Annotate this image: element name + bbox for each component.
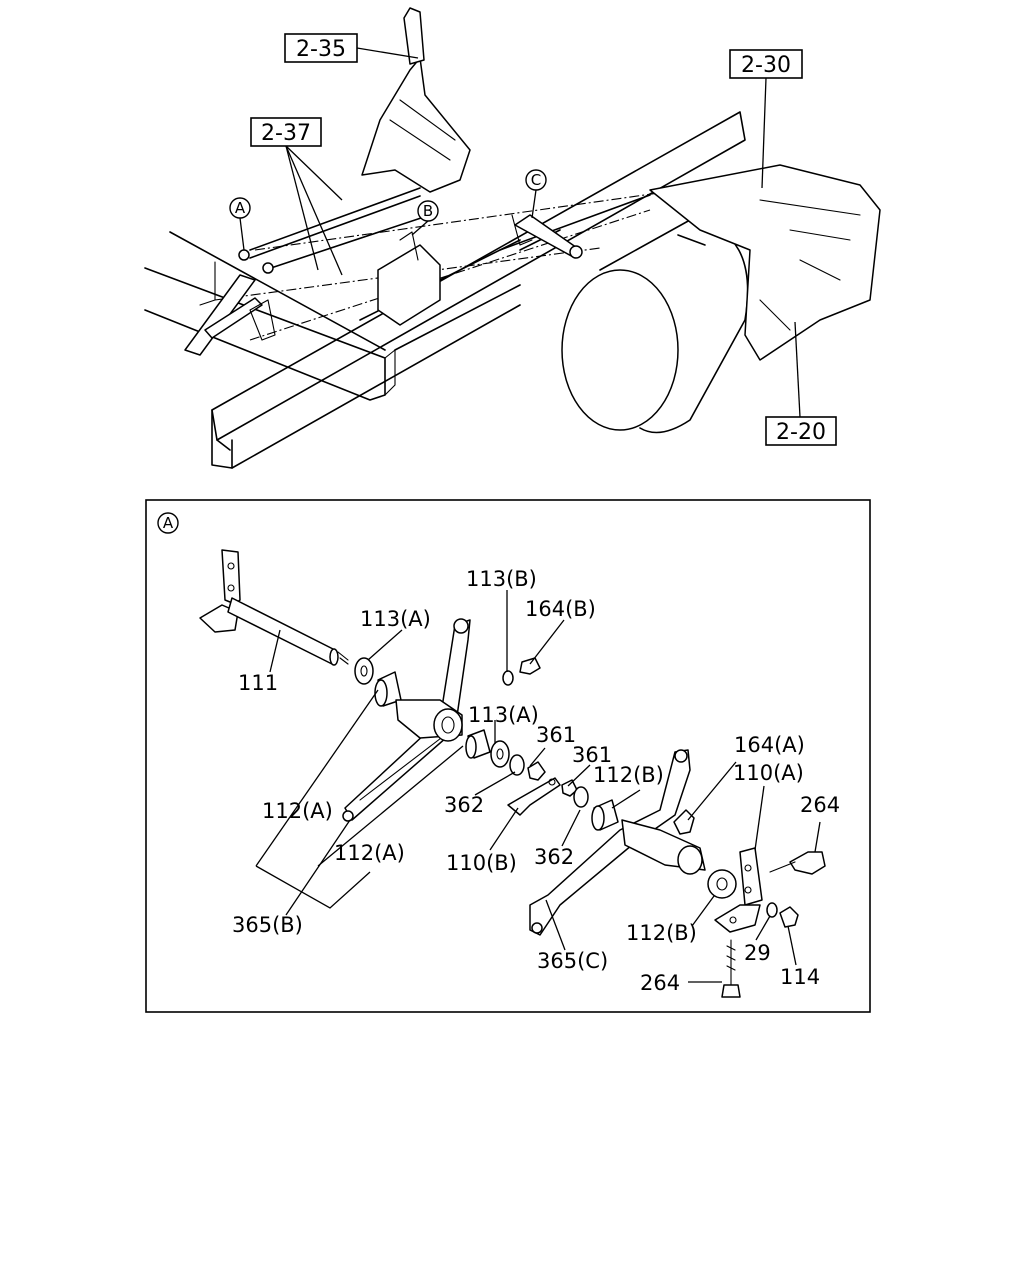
ref-box-2-30[interactable]: 2-30: [729, 49, 803, 79]
label-112b-bottom: 112(B): [626, 921, 697, 945]
label-111: 111: [238, 671, 278, 695]
marker-b-overview[interactable]: B: [417, 200, 439, 222]
detail-leader-lines: [255, 590, 821, 983]
label-112a-left: 112(A): [262, 799, 333, 823]
label-365b: 365(B): [232, 913, 303, 937]
svg-text:2-35: 2-35: [296, 37, 346, 62]
label-164a: 164(A): [734, 733, 805, 757]
marker-a-detail: A: [157, 512, 179, 534]
label-365c: 365(C): [537, 949, 608, 973]
svg-text:A: A: [235, 199, 246, 217]
detail-labels: 111 113(A) 113(B) 164(B) 113(A) 361 361 …: [232, 567, 840, 995]
svg-text:2-30: 2-30: [741, 53, 791, 78]
svg-text:2-37: 2-37: [261, 121, 311, 146]
ref-box-2-35[interactable]: 2-35: [284, 33, 358, 63]
svg-text:B: B: [423, 202, 433, 220]
ref-box-2-37[interactable]: 2-37: [250, 117, 322, 147]
detail-parts: [199, 549, 826, 998]
label-113a-mid: 113(A): [468, 703, 539, 727]
label-164b: 164(B): [525, 597, 596, 621]
marker-c-overview[interactable]: C: [525, 169, 547, 191]
detail-panel-frame: [145, 499, 871, 1013]
label-112b-top: 112(B): [593, 763, 664, 787]
svg-text:2-20: 2-20: [776, 420, 826, 445]
label-361-b: 361: [572, 743, 612, 767]
label-264-bottom: 264: [640, 971, 680, 995]
label-362-a: 362: [444, 793, 484, 817]
svg-text:A: A: [163, 514, 174, 532]
svg-text:C: C: [531, 171, 541, 189]
label-29: 29: [744, 941, 771, 965]
label-114: 114: [780, 965, 820, 989]
label-113b: 113(B): [466, 567, 537, 591]
label-110a: 110(A): [733, 761, 804, 785]
overview-illustration: [144, 7, 881, 469]
label-362-b: 362: [534, 845, 574, 869]
marker-a-overview[interactable]: A: [229, 197, 251, 219]
label-264-top: 264: [800, 793, 840, 817]
label-110b: 110(B): [446, 851, 517, 875]
label-112a-mid: 112(A): [334, 841, 405, 865]
label-113a-top: 113(A): [360, 607, 431, 631]
ref-box-2-20[interactable]: 2-20: [765, 416, 837, 446]
label-361-a: 361: [536, 723, 576, 747]
